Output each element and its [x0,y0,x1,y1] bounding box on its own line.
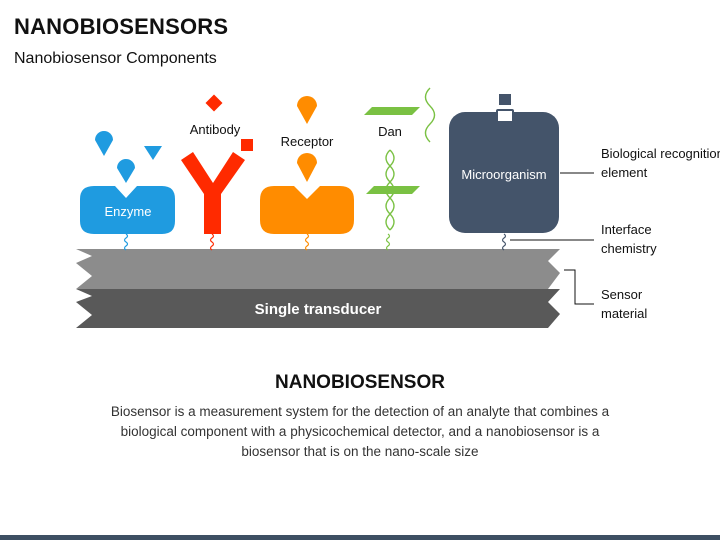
antibody-group: Antibody [181,94,253,234]
enzyme-group: Enzyme [80,131,175,234]
dan-top-plate [364,107,420,115]
bottom-accent-bar [0,535,720,540]
receptor-group: Receptor [260,96,354,234]
page-title: NANOBIOSENSORS [14,14,229,39]
microorganism-notch [498,111,512,121]
callout-line-sensor [564,269,594,305]
transducer-label: Single transducer [255,301,382,318]
microorganism-linker [501,233,507,251]
microorganism-label: Microorganism [461,167,546,182]
page-subtitle: Nanobiosensor Components [14,50,217,67]
enzyme-drop-left [95,131,113,156]
dan-linker [385,233,391,251]
info-body: Biosensor is a measurement system for th… [110,404,610,459]
antibody-label: Antibody [190,122,241,137]
transducer-bottom-layer [76,289,560,328]
nanobiosensor-diagram: Single transducer Enzyme Antibody Recept… [76,87,720,328]
enzyme-label: Enzyme [105,204,152,219]
enzyme-triangle [144,146,162,160]
receptor-label: Receptor [281,134,334,149]
enzyme-shape [80,186,175,234]
dan-group: Dan [364,87,436,231]
antibody-antigen [241,139,253,151]
receptor-shape [260,186,354,234]
dan-strand-top [424,87,436,143]
receptor-ligand-drop [297,153,317,182]
transducer-top-layer [76,249,560,289]
info-heading: NANOBIOSENSOR [275,372,445,393]
antibody-diamond [205,94,223,112]
receptor-linker [304,233,310,251]
microorganism-cap [499,94,511,105]
dan-mid-plate [366,186,420,194]
antibody-shape [181,152,245,234]
microorganism-body [449,112,559,233]
antibody-linker [209,233,215,251]
enzyme-linker [123,233,129,251]
receptor-top-drop [297,96,317,124]
enzyme-substrate-drop [117,159,135,183]
microorganism-group: Microorganism [449,94,559,233]
dan-label: Dan [378,124,402,139]
